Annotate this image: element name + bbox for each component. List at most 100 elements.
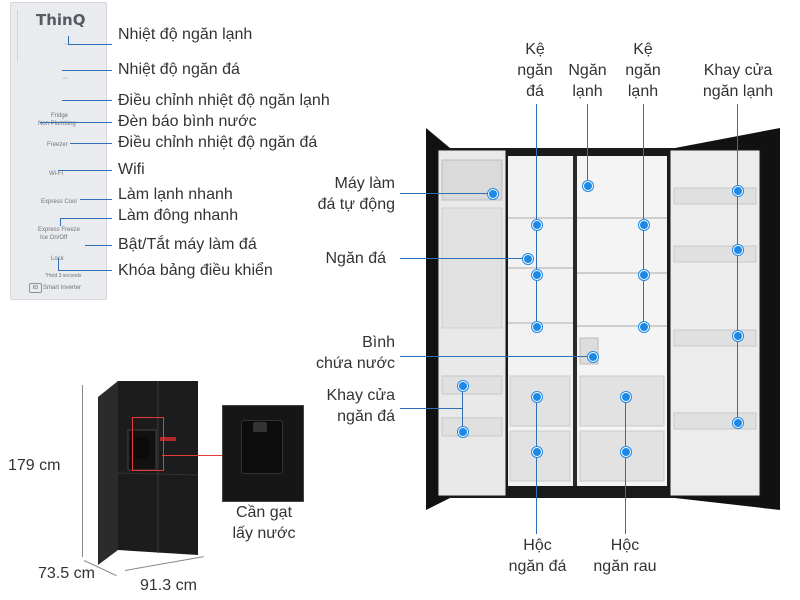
marker-dot xyxy=(733,418,743,428)
dim-width: 91.3 cm xyxy=(140,577,197,594)
callout-line xyxy=(80,199,112,200)
label-ke-ngan-da-1: Kệ xyxy=(525,41,545,58)
marker-dot xyxy=(488,189,498,199)
marker-dot xyxy=(733,186,743,196)
marker-dot xyxy=(532,447,542,457)
label-ke-ngan-lanh-1: Kệ xyxy=(633,41,653,58)
callout-line xyxy=(58,270,112,271)
label-binh-nuoc-1: Bình xyxy=(362,334,395,351)
btn-non-plumbing: Non Plumbing xyxy=(38,121,76,127)
freezer-temp-display: - xyxy=(59,65,72,89)
marker-dot xyxy=(639,270,649,280)
label-ke-ngan-lanh-2: ngăn xyxy=(625,62,661,79)
control-panel: ThinQ - - Fridge Non Plumbing Freezer Wi… xyxy=(10,2,107,300)
height-dim-line xyxy=(82,385,83,557)
callout-line xyxy=(625,396,626,534)
panel-qr-strip xyxy=(17,11,23,61)
label-khay-cua-lanh-1: Khay cửa xyxy=(703,62,773,79)
callout-line xyxy=(68,44,112,45)
label-panel-lock: Khóa bảng điều khiển xyxy=(118,262,273,279)
callout-line xyxy=(400,356,592,357)
callout-line xyxy=(60,218,61,226)
callout-line xyxy=(58,258,59,270)
btn-lock[interactable]: Lock xyxy=(51,256,64,263)
marker-dot xyxy=(583,181,593,191)
label-khay-cua-lanh-2: ngăn lạnh xyxy=(702,83,774,100)
marker-dot xyxy=(588,352,598,362)
inverter-label: Smart Inverter xyxy=(43,285,82,291)
label-water-tank-light: Đèn báo bình nước xyxy=(118,113,257,130)
callout-line xyxy=(68,36,69,45)
label-hoc-ngan-rau-1: Hộc xyxy=(610,537,640,554)
label-ke-ngan-lanh-3: lạnh xyxy=(627,83,659,100)
dispenser-closeup xyxy=(222,405,304,502)
callout-line xyxy=(400,258,528,259)
hold-note: *Hold 3 seconds xyxy=(45,273,82,279)
label-ngan-lanh-2: lạnh xyxy=(572,83,603,100)
marker-dot xyxy=(523,254,533,264)
marker-dot xyxy=(639,322,649,332)
label-express-freeze: Làm đông nhanh xyxy=(118,207,239,224)
marker-dot xyxy=(532,392,542,402)
callout-line xyxy=(40,122,112,123)
fridge-open-illustration xyxy=(426,128,780,510)
dim-height: 179 cm xyxy=(8,457,61,474)
label-khay-cua-da-2: ngăn đá xyxy=(337,408,395,425)
label-binh-nuoc-2: chứa nước xyxy=(315,355,395,372)
label-express-cool: Làm lạnh nhanh xyxy=(118,186,233,203)
label-hoc-ngan-rau-2: ngăn rau xyxy=(593,558,657,575)
label-ngan-lanh-1: Ngăn xyxy=(568,62,607,79)
marker-dot xyxy=(733,245,743,255)
dispenser-connector xyxy=(162,455,222,456)
label-hoc-ngan-da-2: ngăn đá xyxy=(508,558,567,575)
label-may-lam-da-2: đá tự động xyxy=(317,196,395,213)
marker-dot xyxy=(621,447,631,457)
callout-line xyxy=(587,104,588,186)
label-ke-ngan-da-2: ngăn xyxy=(517,62,553,79)
label-freezer-adjust: Điều chỉnh nhiệt độ ngăn đá xyxy=(118,134,318,151)
label-wifi: Wifi xyxy=(118,161,145,178)
label-freezer-temp: Nhiệt độ ngăn đá xyxy=(118,61,240,78)
thinq-logo: ThinQ xyxy=(36,11,86,29)
callout-line xyxy=(536,396,537,534)
marker-dot xyxy=(458,427,468,437)
callout-line xyxy=(737,104,738,424)
marker-dot xyxy=(621,392,631,402)
label-hoc-ngan-da-1: Hộc xyxy=(523,537,552,554)
callout-line xyxy=(462,385,463,433)
dispenser-nozzle xyxy=(253,422,267,432)
callout-line xyxy=(62,100,112,101)
callout-line xyxy=(643,104,644,328)
callout-line xyxy=(400,193,492,194)
btn-express-freeze[interactable]: Express Freeze xyxy=(38,227,81,233)
label-fridge-adjust: Điều chỉnh nhiệt độ ngăn lạnh xyxy=(118,92,330,109)
callout-line xyxy=(58,170,112,171)
label-khay-cua-da-1: Khay cửa xyxy=(326,387,395,404)
marker-dot xyxy=(458,381,468,391)
dispenser-highlight-box xyxy=(132,417,164,471)
callout-line xyxy=(60,218,112,219)
marker-dot xyxy=(733,331,743,341)
label-ngan-da: Ngăn đá xyxy=(325,250,387,267)
label-fridge-temp: Nhiệt độ ngăn lạnh xyxy=(118,26,253,43)
label-lever-line2: lấy nước xyxy=(232,525,296,542)
callout-line xyxy=(400,408,462,409)
marker-dot xyxy=(532,322,542,332)
fridge-exterior-illustration xyxy=(98,381,199,565)
btn-fridge[interactable]: Fridge xyxy=(51,113,69,119)
label-ke-ngan-da-3: đá xyxy=(526,83,544,100)
btn-express-cool[interactable]: Express Cool xyxy=(41,199,77,205)
callout-line xyxy=(70,143,112,144)
label-ice-onoff: Bật/Tắt máy làm đá xyxy=(118,236,257,253)
btn-wifi[interactable]: Wi-Fi xyxy=(49,171,63,177)
fridge-temp-display: - xyxy=(61,31,73,55)
label-lever-line1: Cần gạt xyxy=(235,504,293,521)
inverter-badge: ID xyxy=(29,283,42,293)
label-may-lam-da-1: Máy làm xyxy=(334,175,395,192)
marker-dot xyxy=(532,270,542,280)
callout-line xyxy=(62,70,112,71)
btn-ice-onoff[interactable]: Ice On/Off xyxy=(40,235,68,241)
marker-dot xyxy=(639,220,649,230)
dim-depth: 73.5 cm xyxy=(38,565,95,582)
btn-freezer[interactable]: Freezer xyxy=(47,142,68,148)
